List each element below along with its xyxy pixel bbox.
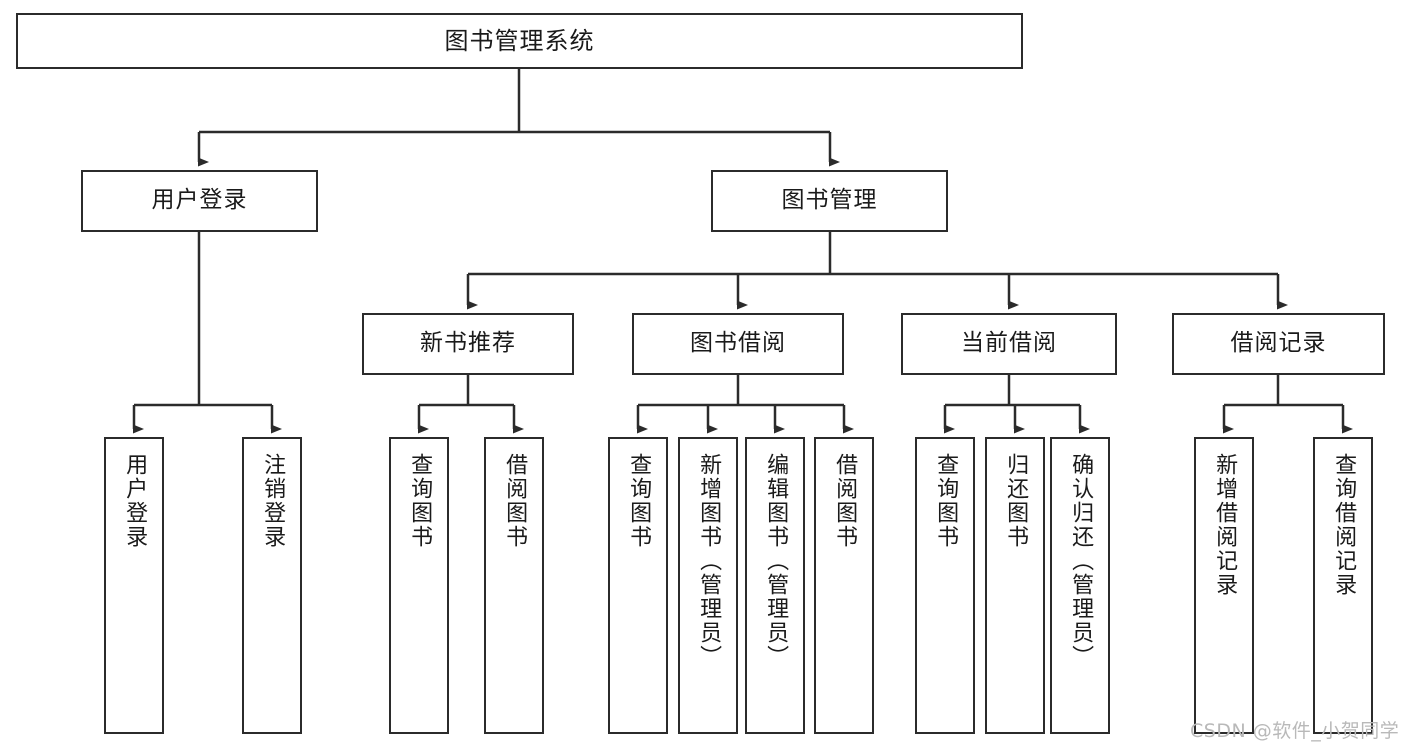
node-current-borrow[interactable]: 当前借阅: [901, 313, 1117, 375]
node-leaf-borrow-book-1-label: 借阅图书: [502, 453, 528, 549]
node-borrow-record[interactable]: 借阅记录: [1172, 313, 1385, 375]
node-leaf-add-record-label: 新增借阅记录: [1212, 453, 1238, 597]
node-book-borrow[interactable]: 图书借阅: [632, 313, 844, 375]
node-leaf-confirm-return-label: 确认归还（管理员）: [1068, 453, 1094, 669]
node-leaf-logout[interactable]: 注销登录: [242, 437, 302, 734]
node-root[interactable]: 图书管理系统: [16, 13, 1023, 69]
node-leaf-query-record[interactable]: 查询借阅记录: [1313, 437, 1373, 734]
node-new-book-rec[interactable]: 新书推荐: [362, 313, 574, 375]
node-leaf-add-book-label: 新增图书（管理员）: [696, 453, 722, 669]
node-leaf-borrow-book-1[interactable]: 借阅图书: [484, 437, 544, 734]
node-leaf-user-login[interactable]: 用户登录: [104, 437, 164, 734]
node-leaf-query-book-2[interactable]: 查询图书: [608, 437, 668, 734]
node-leaf-return-book-label: 归还图书: [1003, 453, 1029, 549]
node-user-login[interactable]: 用户登录: [81, 170, 318, 232]
node-new-book-rec-label: 新书推荐: [420, 330, 516, 357]
node-leaf-query-book-3[interactable]: 查询图书: [915, 437, 975, 734]
node-leaf-query-book-1-label: 查询图书: [407, 453, 433, 549]
node-leaf-user-login-label: 用户登录: [122, 453, 148, 549]
node-book-manage-label: 图书管理: [781, 187, 878, 214]
node-leaf-confirm-return[interactable]: 确认归还（管理员）: [1050, 437, 1110, 734]
node-leaf-edit-book[interactable]: 编辑图书（管理员）: [745, 437, 805, 734]
node-book-manage[interactable]: 图书管理: [711, 170, 948, 232]
node-leaf-return-book[interactable]: 归还图书: [985, 437, 1045, 734]
node-leaf-edit-book-label: 编辑图书（管理员）: [763, 453, 789, 669]
node-leaf-query-book-3-label: 查询图书: [933, 453, 959, 549]
node-leaf-query-record-label: 查询借阅记录: [1331, 453, 1357, 597]
node-leaf-borrow-book-2-label: 借阅图书: [832, 453, 858, 549]
node-leaf-query-book-1[interactable]: 查询图书: [389, 437, 449, 734]
node-leaf-add-record[interactable]: 新增借阅记录: [1194, 437, 1254, 734]
node-leaf-logout-label: 注销登录: [260, 453, 286, 549]
node-root-label: 图书管理系统: [444, 26, 595, 55]
node-current-borrow-label: 当前借阅: [961, 330, 1057, 357]
node-leaf-borrow-book-2[interactable]: 借阅图书: [814, 437, 874, 734]
node-user-login-label: 用户登录: [151, 187, 248, 214]
node-borrow-record-label: 借阅记录: [1230, 330, 1327, 357]
node-leaf-add-book[interactable]: 新增图书（管理员）: [678, 437, 738, 734]
node-book-borrow-label: 图书借阅: [690, 330, 786, 357]
node-leaf-query-book-2-label: 查询图书: [626, 453, 652, 549]
